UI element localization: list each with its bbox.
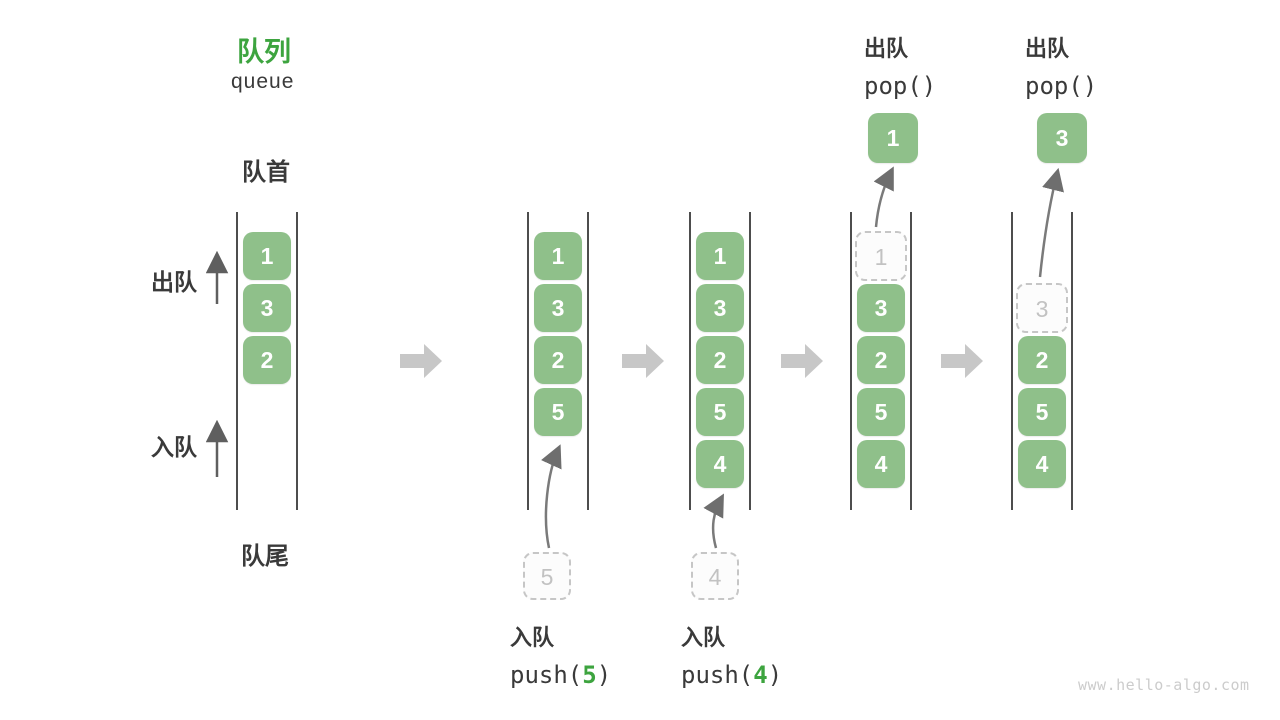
queue-container-3 (689, 212, 751, 510)
pop-code: pop() (864, 72, 937, 100)
step-arrow-icon (622, 344, 664, 378)
queue-container-4 (850, 212, 912, 510)
dequeue-label: 出队 (864, 36, 909, 61)
queue-item: 3 (857, 284, 905, 332)
watermark: www.hello-algo.com (1078, 676, 1250, 694)
enqueue-label: 入队 (681, 625, 726, 650)
queue-item: 4 (857, 440, 905, 488)
dequeue-label: 出队 (1025, 36, 1070, 61)
queue-item: 3 (534, 284, 582, 332)
code-text: push( (681, 661, 754, 689)
pop-operation-label-2: 出队 pop() (1025, 31, 1097, 100)
popped-slot-ghost: 1 (855, 231, 907, 281)
push-arg: 4 (753, 661, 768, 689)
code-text: ) (596, 661, 612, 689)
queue-item: 3 (696, 284, 744, 332)
popped-item: 1 (868, 113, 918, 163)
step-arrow-icon (941, 344, 983, 378)
popped-slot-ghost: 3 (1016, 283, 1068, 333)
enqueue-direction-label: 入队 (151, 434, 197, 460)
push4-code: push(4) (681, 661, 782, 689)
queue-container-1 (236, 212, 298, 510)
queue-front-label: 队首 (242, 159, 290, 186)
queue-container-5 (1011, 212, 1073, 510)
push5-code: push(5) (510, 661, 611, 689)
incoming-item-ghost: 4 (691, 552, 739, 600)
queue-rear-label: 队尾 (241, 543, 289, 570)
pop-operation-label-1: 出队 pop() (864, 31, 936, 100)
queue-item: 2 (534, 336, 582, 384)
queue-item: 4 (696, 440, 744, 488)
enqueue-label: 入队 (510, 625, 555, 650)
queue-item: 2 (696, 336, 744, 384)
queue-item: 1 (696, 232, 744, 280)
queue-item: 5 (857, 388, 905, 436)
queue-item: 3 (243, 284, 291, 332)
queue-item: 1 (534, 232, 582, 280)
push5-operation-label: 入队 push(5) (510, 620, 611, 689)
code-text: ) (767, 661, 783, 689)
queue-item: 5 (696, 388, 744, 436)
queue-item: 1 (243, 232, 291, 280)
queue-item: 2 (1018, 336, 1066, 384)
page-title: 队列 (237, 37, 291, 67)
popped-item: 3 (1037, 113, 1087, 163)
code-text: push( (510, 661, 583, 689)
step-arrow-icon (781, 344, 823, 378)
step-arrow-icon (400, 344, 442, 378)
pop-code: pop() (1025, 72, 1098, 100)
page-subtitle: queue (231, 70, 295, 93)
queue-item: 4 (1018, 440, 1066, 488)
incoming-item-ghost: 5 (523, 552, 571, 600)
queue-item: 5 (1018, 388, 1066, 436)
queue-item: 5 (534, 388, 582, 436)
queue-item: 2 (857, 336, 905, 384)
push4-operation-label: 入队 push(4) (681, 620, 782, 689)
dequeue-direction-label: 出队 (151, 269, 197, 295)
queue-item: 2 (243, 336, 291, 384)
push-arg: 5 (582, 661, 597, 689)
queue-container-2 (527, 212, 589, 510)
